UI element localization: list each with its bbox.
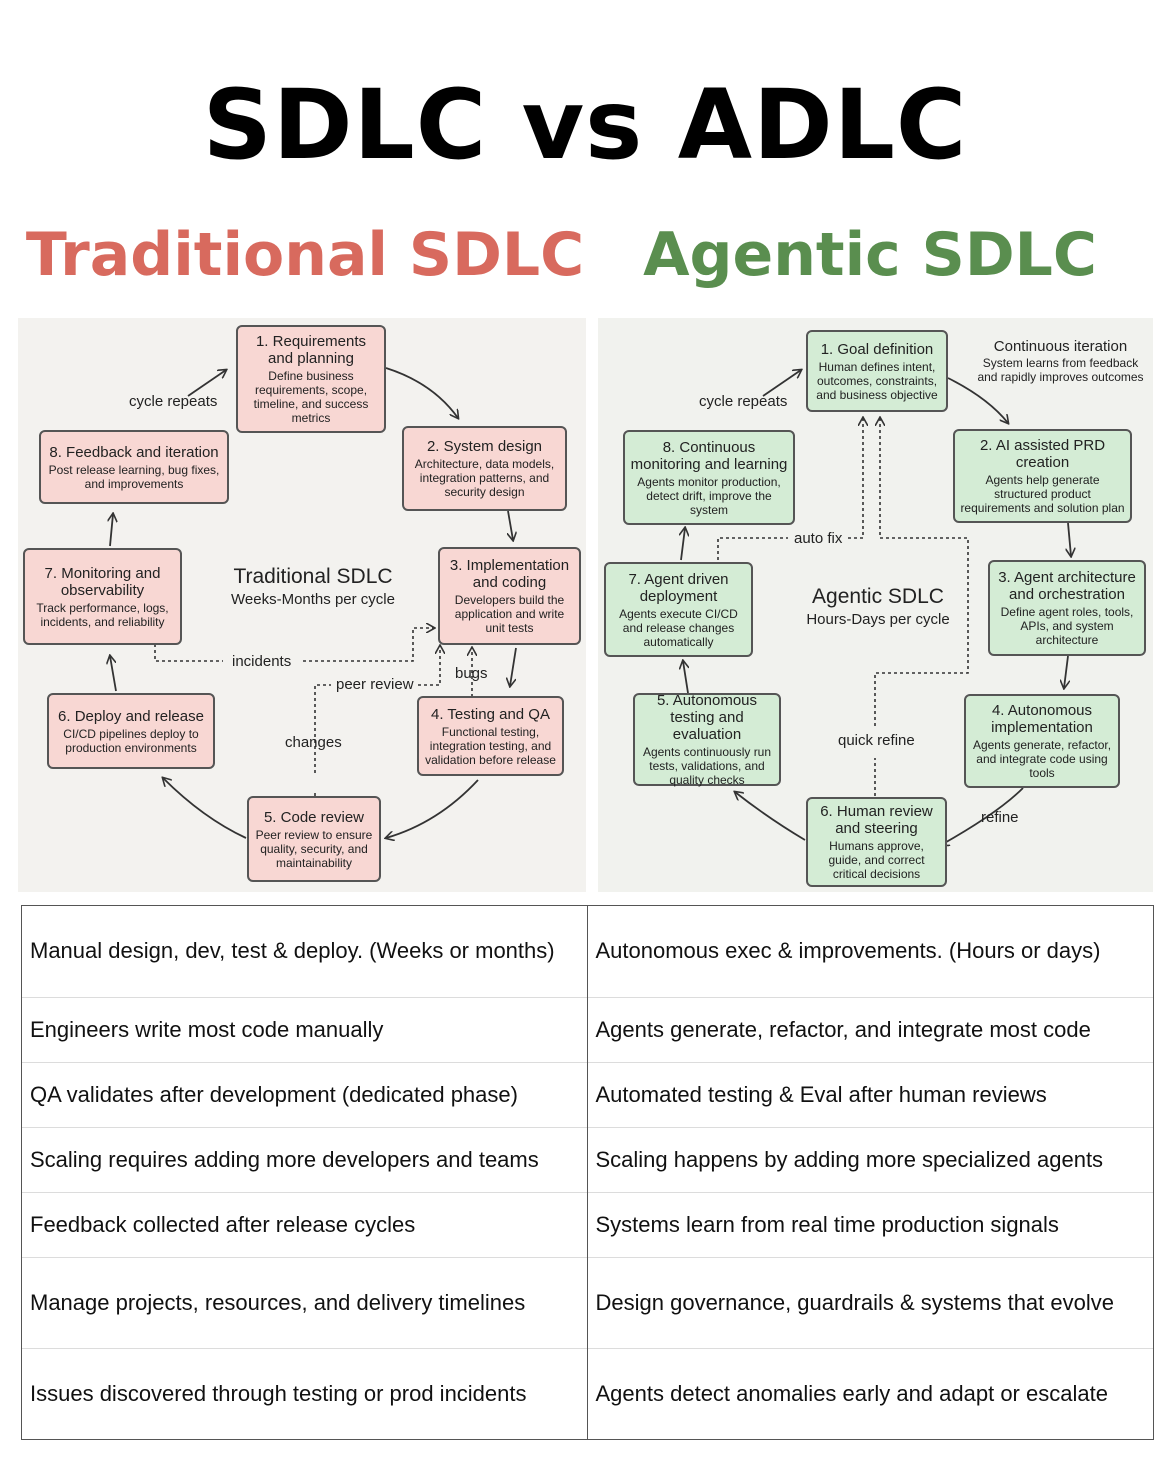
arrow-a4-a6: [941, 787, 1024, 845]
agentic-diagram: 1. Goal definition Human defines intent,…: [598, 318, 1153, 892]
label-incidents: incidents: [232, 653, 292, 670]
table-row: Issues discovered through testing or pro…: [22, 1347, 1153, 1439]
label-bugs: bugs: [455, 665, 488, 682]
label-cycle-repeats: cycle repeats: [129, 393, 218, 410]
step-deploy-release: 6. Deploy and release CI/CD pipelines de…: [47, 693, 215, 769]
agentic-cell: Agents detect anomalies early and adapt …: [587, 1347, 1153, 1439]
agentic-cell: Systems learn from real time production …: [587, 1191, 1153, 1257]
dashed-incidents-left: [154, 644, 223, 662]
arrow-a6-a5: [735, 792, 806, 841]
table-row: Scaling requires adding more developers …: [22, 1126, 1153, 1192]
agentic-heading: Agentic SDLC: [643, 220, 1097, 290]
step-agent-architecture: 3. Agent architecture and orchestration …: [988, 560, 1146, 656]
step-monitoring-observability: 7. Monitoring and observability Track pe…: [23, 548, 182, 645]
step-implementation-coding: 3. Implementation and coding Developers …: [438, 547, 581, 645]
label-cycle-repeats: cycle repeats: [699, 393, 788, 410]
page-title: SDLC vs ADLC: [202, 69, 968, 181]
comparison-table: Manual design, dev, test & deploy. (Week…: [21, 905, 1154, 1440]
step-requirements-planning: 1. Requirements and planning Define busi…: [236, 325, 386, 433]
arrow-1-2: [385, 367, 458, 418]
agentic-cell: Scaling happens by adding more specializ…: [587, 1126, 1153, 1192]
dashed-quickrefine-top: [874, 418, 969, 726]
agentic-center: Agentic SDLC Hours-Days per cycle: [806, 585, 950, 628]
dashed-peer-review: [418, 646, 440, 686]
step-ai-assisted-prd: 2. AI assisted PRD creation Agents help …: [953, 429, 1132, 523]
step-testing-qa: 4. Testing and QA Functional testing, in…: [417, 696, 564, 776]
traditional-diagram: 1. Requirements and planning Define busi…: [18, 318, 586, 892]
agentic-arrows: [598, 318, 1153, 892]
step-human-review-steering: 6. Human review and steering Humans appr…: [806, 797, 947, 887]
table-row: QA validates after development (dedicate…: [22, 1061, 1153, 1127]
step-feedback-iteration: 8. Feedback and iteration Post release l…: [39, 430, 229, 504]
arrow-a2-a3: [1068, 522, 1071, 556]
step-code-review: 5. Code review Peer review to ensure qua…: [247, 796, 381, 882]
arrow-4-5: [386, 779, 479, 838]
dashed-changes: [314, 684, 331, 773]
arrow-3-4: [510, 647, 517, 686]
step-goal-definition: 1. Goal definition Human defines intent,…: [806, 330, 948, 412]
traditional-cell: Feedback collected after release cycles: [22, 1191, 588, 1257]
arrow-a3-a4: [1064, 655, 1068, 688]
step-continuous-monitoring: 8. Continuous monitoring and learning Ag…: [623, 430, 795, 525]
table-row: Manage projects, resources, and delivery…: [22, 1256, 1153, 1348]
traditional-cell: QA validates after development (dedicate…: [22, 1061, 588, 1127]
agentic-cell: Automated testing & Eval after human rev…: [587, 1061, 1153, 1127]
dashed-autofix-left: [717, 537, 788, 560]
agentic-cell: Autonomous exec & improvements. (Hours o…: [595, 938, 1101, 964]
agentic-cell: Agents generate, refactor, and integrate…: [587, 996, 1153, 1062]
table-row: Manual design, dev, test & deploy. (Week…: [22, 906, 1153, 997]
arrow-6-7: [110, 656, 117, 692]
arrow-a5-a7: [683, 661, 688, 694]
traditional-cell: Manual design, dev, test & deploy. (Week…: [22, 906, 588, 997]
arrow-5-6: [163, 778, 247, 839]
arrow-a1-a2: [947, 377, 1008, 423]
label-peer-review: peer review: [336, 676, 414, 693]
label-auto-fix: auto fix: [794, 530, 843, 547]
traditional-cell: Issues discovered through testing or pro…: [22, 1347, 588, 1439]
traditional-heading: Traditional SDLC: [25, 220, 585, 290]
label-changes: changes: [285, 734, 342, 751]
arrow-a7-a8: [681, 528, 685, 561]
traditional-arrows: [18, 367, 586, 892]
step-autonomous-implementation: 4. Autonomous implementation Agents gene…: [964, 694, 1120, 788]
agentic-cell: Design governance, guardrails & systems …: [587, 1256, 1153, 1348]
arrow-cycle-repeats: [187, 370, 226, 397]
arrow-cycle-repeats: [762, 370, 801, 397]
traditional-cell: Manage projects, resources, and delivery…: [22, 1256, 588, 1348]
step-autonomous-testing: 5. Autonomous testing and evaluation Age…: [633, 692, 781, 787]
traditional-cell: Scaling requires adding more developers …: [22, 1126, 588, 1192]
arrow-2-3: [508, 510, 513, 540]
dashed-incidents-right: [303, 628, 434, 662]
dashed-autofix-right: [848, 418, 863, 539]
step-system-design: 2. System design Architecture, data mode…: [402, 426, 567, 511]
traditional-cell: Engineers write most code manually: [22, 996, 588, 1062]
continuous-iteration-note: Continuous iteration System learns from …: [977, 338, 1144, 384]
label-refine: refine: [981, 809, 1019, 826]
label-quick-refine: quick refine: [838, 732, 915, 749]
traditional-center: Traditional SDLC Weeks-Months per cycle: [231, 565, 395, 608]
arrow-7-8: [110, 514, 113, 547]
step-agent-driven-deployment: 7. Agent driven deployment Agents execut…: [604, 562, 753, 657]
